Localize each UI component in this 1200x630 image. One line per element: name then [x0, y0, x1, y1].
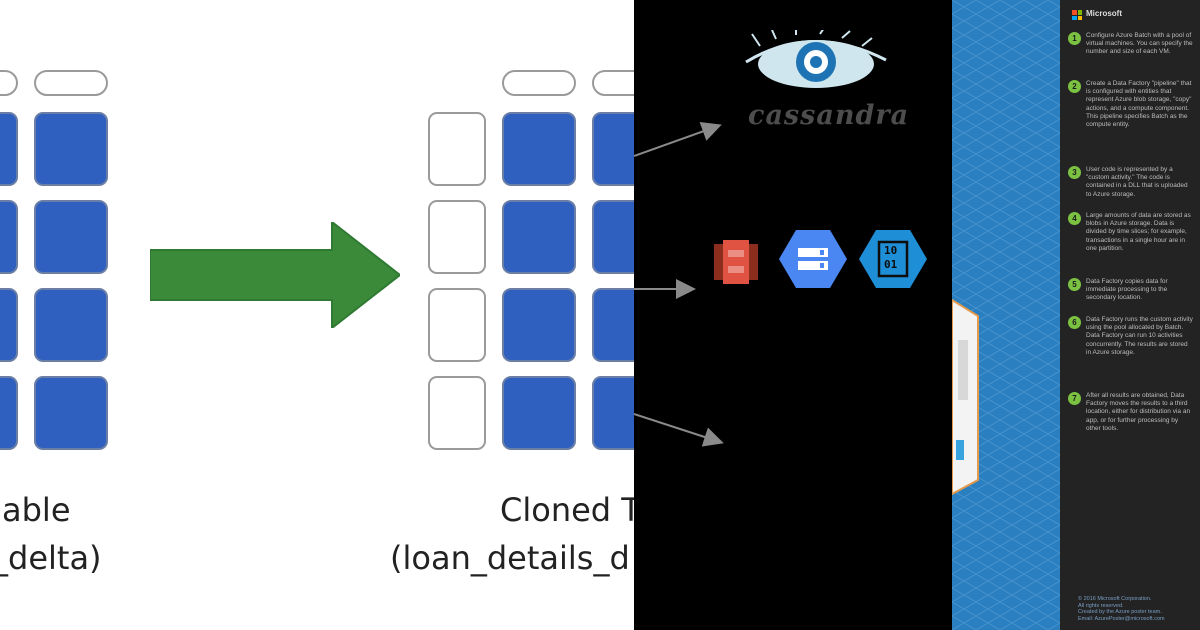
clone-cell — [592, 200, 634, 274]
step-number: 2 — [1068, 80, 1081, 93]
blob-binary-label-top: 10 — [884, 244, 898, 257]
source-table-name: _delta) — [0, 539, 102, 577]
clone-cell — [502, 200, 576, 274]
azure-poster: Microsoft 1 Configure Azure Batch with a… — [952, 0, 1200, 630]
source-cell — [0, 376, 18, 450]
step-number: 7 — [1068, 392, 1081, 405]
step-number: 1 — [1068, 32, 1081, 45]
blob-binary-label-bottom: 01 — [884, 258, 898, 271]
step-text: After all results are obtained, Data Fac… — [1086, 392, 1191, 432]
cassandra-eye-icon — [745, 30, 887, 88]
source-cell — [34, 376, 108, 450]
google-cloud-storage-icon — [779, 230, 847, 288]
clone-empty-cell — [428, 112, 486, 186]
source-table-label: able — [2, 491, 71, 529]
source-cell — [0, 112, 18, 186]
step-text: Data Factory copies data for immediate p… — [1086, 278, 1168, 302]
source-cell — [34, 200, 108, 274]
copyright-line: Created by the Azure poster team. — [1078, 609, 1162, 615]
clone-table-label: Cloned T — [500, 491, 634, 529]
clone-cell — [592, 112, 634, 186]
copyright-line: © 2016 Microsoft Corporation. — [1078, 596, 1152, 602]
step-number: 5 — [1068, 278, 1081, 291]
microsoft-logo-icon — [1072, 10, 1082, 20]
connector-arrows — [634, 121, 724, 447]
source-column-header-2 — [34, 70, 108, 96]
step-number: 4 — [1068, 212, 1081, 225]
clone-column-header-2 — [592, 70, 634, 96]
clone-cell — [592, 376, 634, 450]
source-cell — [34, 288, 108, 362]
microsoft-brand: Microsoft — [1086, 9, 1122, 18]
amazon-s3-icon — [714, 240, 758, 284]
data-sources-diagram: cassandra 10 01 — [634, 0, 952, 630]
step-text: User code is represented by a "custom ac… — [1086, 166, 1188, 198]
source-cell — [34, 112, 108, 186]
source-column-header-1 — [0, 70, 18, 96]
isometric-grid — [952, 0, 1060, 630]
clone-empty-cell — [428, 376, 486, 450]
clone-cell — [502, 288, 576, 362]
azure-blob-storage-icon — [859, 230, 927, 288]
step-text: Create a Data Factory "pipeline" that is… — [1086, 80, 1192, 129]
poster-copyright: © 2016 Microsoft Corporation. All rights… — [1078, 596, 1198, 622]
clone-column-header-1 — [502, 70, 576, 96]
step-number: 3 — [1068, 166, 1081, 179]
copyright-line: Email: AzurePoster@microsoft.com — [1078, 615, 1165, 622]
step-text: Configure Azure Batch with a pool of vir… — [1086, 32, 1193, 56]
source-cell — [0, 288, 18, 362]
clone-cell — [592, 288, 634, 362]
copyright-line: All rights reserved. — [1078, 602, 1124, 609]
poster-sidebar: Microsoft 1 Configure Azure Batch with a… — [1060, 0, 1200, 630]
step-text: Large amounts of data are stored as blob… — [1086, 212, 1191, 252]
clone-cell — [502, 112, 576, 186]
cassandra-wordmark: cassandra — [748, 100, 910, 131]
table-clone-diagram: able _delta) Cloned T (loan_details_d — [0, 70, 634, 577]
step-number: 6 — [1068, 316, 1081, 329]
clone-arrow-icon — [150, 222, 400, 328]
source-cell — [0, 200, 18, 274]
clone-table-name: (loan_details_d — [390, 539, 630, 577]
clone-empty-cell — [428, 288, 486, 362]
clone-empty-cell — [428, 200, 486, 274]
step-text: Data Factory runs the custom activity us… — [1086, 316, 1193, 356]
clone-cell — [502, 376, 576, 450]
